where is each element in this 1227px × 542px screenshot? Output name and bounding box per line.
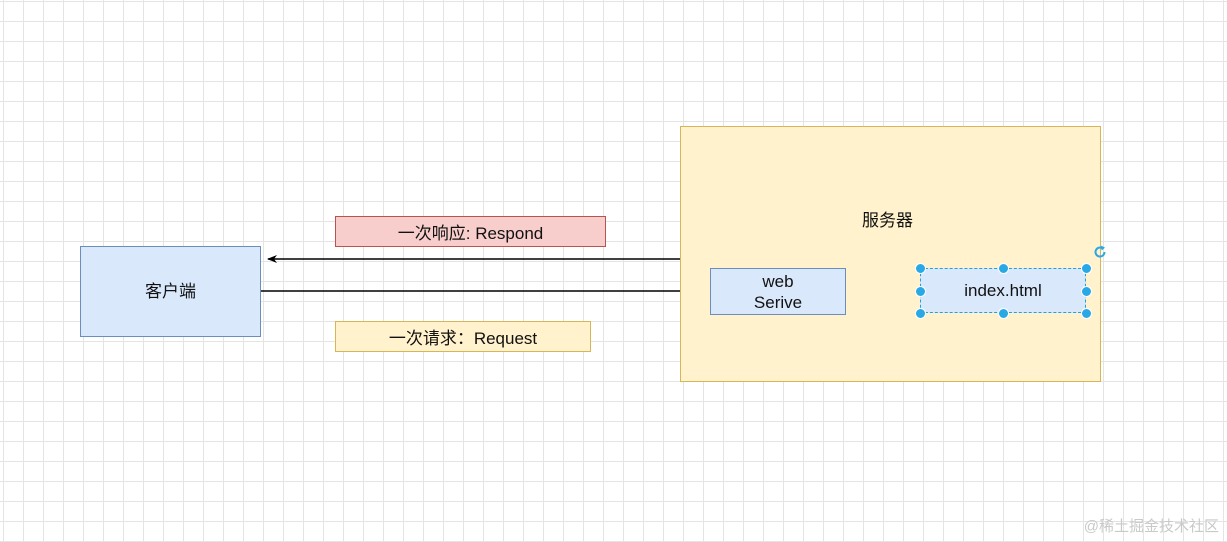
watermark: @稀土掘金技术社区 [1083,518,1219,535]
request-label-box[interactable]: 一次请求：Request [335,321,591,352]
selection-handle-bottom[interactable] [997,307,1009,319]
selection-handle-top-left[interactable] [914,262,926,274]
selection-handle-right[interactable] [1080,285,1092,297]
rotate-icon[interactable] [1092,244,1108,260]
request-label: 一次请求：Request [388,329,538,348]
client-label: 客户端 [145,282,196,301]
selection-handle-top[interactable] [997,262,1009,274]
respond-label-box[interactable]: 一次响应: Respond [335,216,606,247]
client-box[interactable]: 客户端 [80,246,261,337]
index-label: index.html [964,281,1042,300]
web-label-line1: web [762,271,794,291]
server-label: 服务器 [862,211,913,230]
web-service-box[interactable]: web Serive [710,268,846,315]
respond-label: 一次响应: Respond [397,224,544,243]
selection-handle-left[interactable] [914,285,926,297]
server-box[interactable] [680,126,1101,382]
index-html-box[interactable]: index.html [920,268,1086,313]
web-label-line2: Serive [753,292,803,312]
selection-handle-top-right[interactable] [1080,262,1092,274]
selection-handle-bottom-left[interactable] [914,307,926,319]
selection-handle-bottom-right[interactable] [1080,307,1092,319]
